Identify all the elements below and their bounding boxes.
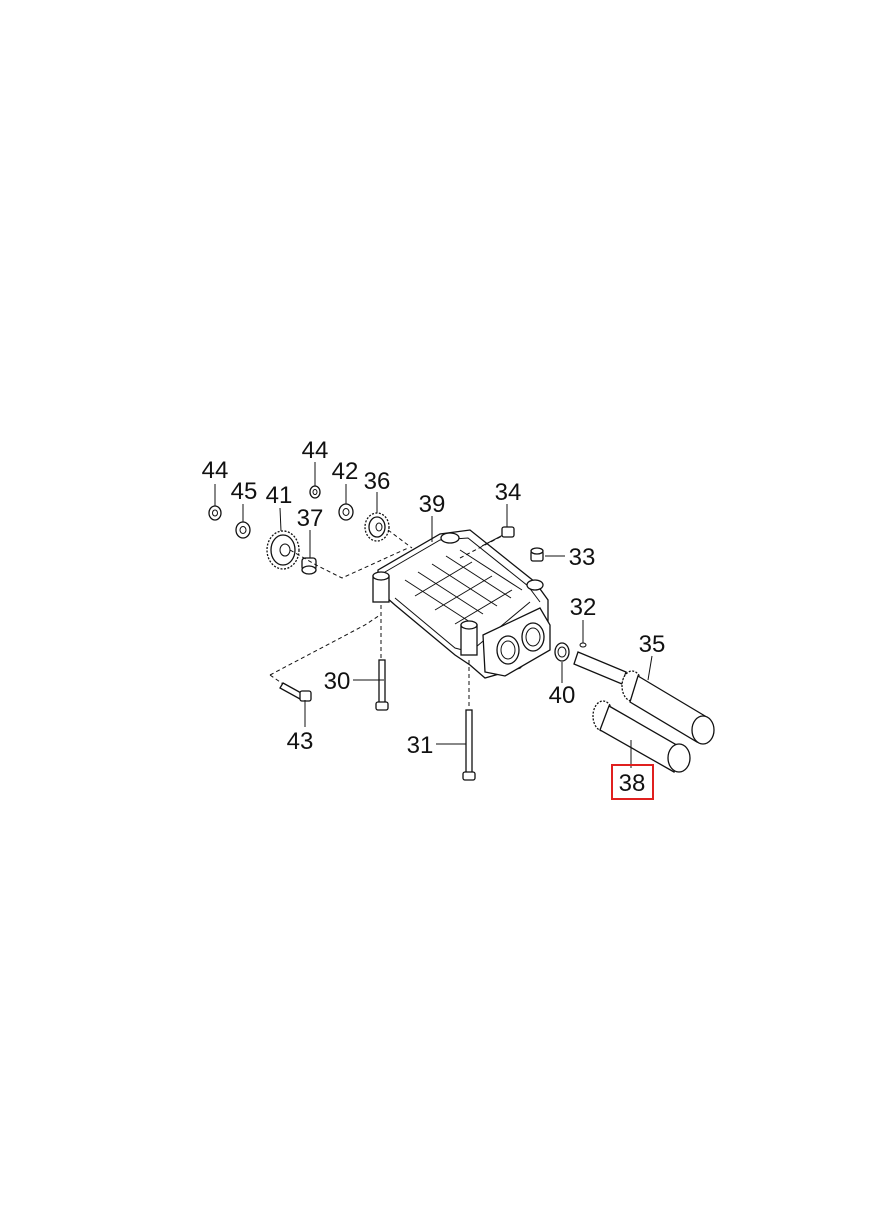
callout-32: 32	[570, 594, 597, 621]
assembly-line-43	[269, 614, 381, 676]
callout-45: 45	[231, 478, 258, 505]
bolt-43	[279, 682, 312, 702]
callout-35: 35	[639, 631, 666, 658]
callout-42: 42	[332, 458, 359, 485]
washer-42	[338, 503, 354, 521]
assembly-line-gear	[289, 547, 409, 579]
clip-32	[579, 642, 587, 648]
assembly-line-36	[387, 529, 413, 549]
washer-44-mid	[309, 485, 321, 499]
assembly-line-34	[459, 535, 503, 559]
seal-40	[554, 642, 570, 662]
cap-33	[530, 547, 544, 562]
callout-36: 36	[364, 468, 391, 495]
callout-39: 39	[419, 491, 446, 518]
bolt-30	[375, 659, 389, 711]
callout-30: 30	[324, 668, 351, 695]
callout-44-left: 44	[202, 457, 229, 484]
gear-36	[364, 512, 390, 542]
washer-44-left	[208, 505, 222, 521]
callout-37: 37	[297, 505, 324, 532]
callout-38: 38	[619, 770, 646, 797]
balance-shaft-38	[592, 700, 691, 773]
gear-41	[266, 530, 300, 570]
callout-41: 41	[266, 482, 293, 509]
washer-45	[235, 521, 251, 539]
assembly-line-43-bolt	[269, 674, 284, 685]
callout-43: 43	[287, 728, 314, 755]
balance-shaft-35	[573, 651, 715, 745]
callout-31: 31	[407, 732, 434, 759]
bushing-37	[301, 557, 317, 575]
callout-44-mid: 44	[302, 437, 329, 464]
bolt-31	[462, 709, 476, 781]
callout-34: 34	[495, 479, 522, 506]
bolt-34	[481, 526, 515, 547]
housing-39	[372, 529, 551, 679]
callout-33: 33	[569, 544, 596, 571]
callout-38-highlight-box	[611, 764, 654, 800]
callout-40: 40	[549, 682, 576, 709]
